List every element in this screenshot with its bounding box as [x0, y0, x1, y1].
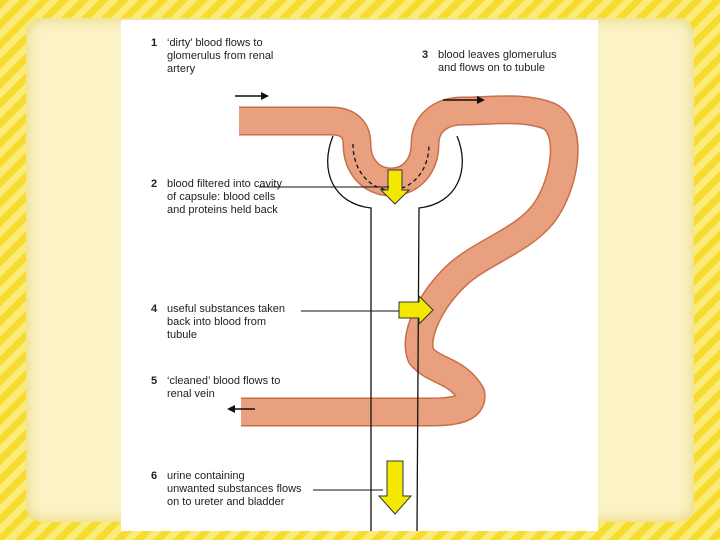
label-text: useful substances taken back into blood …	[167, 303, 285, 342]
blood-vessel	[239, 110, 564, 412]
label-5-cleaned-blood: 5 ‘cleaned’ blood flows to renal vein	[151, 375, 280, 401]
label-text: blood filtered into cavity of capsule: b…	[167, 178, 282, 217]
label-text: ‘cleaned’ blood flows to renal vein	[167, 375, 280, 401]
label-number: 2	[151, 178, 157, 191]
label-number: 5	[151, 375, 157, 388]
label-text: ‘dirty’ blood flows to glomerulus from r…	[167, 37, 273, 76]
label-number: 6	[151, 470, 157, 483]
capsule-tubule-outline-left	[328, 136, 371, 531]
label-6-urine: 6 urine containing unwanted substances f…	[151, 470, 302, 509]
label-4-reabsorption: 4 useful substances taken back into bloo…	[151, 303, 285, 342]
label-3-blood-leaves-glomerulus: 3 blood leaves glomerulus and flows on t…	[422, 49, 557, 75]
label-number: 4	[151, 303, 157, 316]
arrow-into-artery-icon	[235, 92, 269, 100]
label-2-filtration: 2 blood filtered into cavity of capsule:…	[151, 178, 282, 217]
blood-vessel-fill	[239, 110, 564, 412]
label-number: 1	[151, 37, 157, 50]
label-text: urine containing unwanted substances flo…	[167, 470, 302, 509]
label-number: 3	[422, 49, 428, 62]
label-text: blood leaves glomerulus and flows on to …	[438, 49, 557, 75]
label-1-dirty-blood: 1 ‘dirty’ blood flows to glomerulus from…	[151, 37, 273, 76]
yellow-urine-arrow-icon	[379, 461, 411, 514]
nephron-illustration	[121, 20, 598, 531]
kidney-nephron-diagram: 1 ‘dirty’ blood flows to glomerulus from…	[121, 20, 598, 531]
